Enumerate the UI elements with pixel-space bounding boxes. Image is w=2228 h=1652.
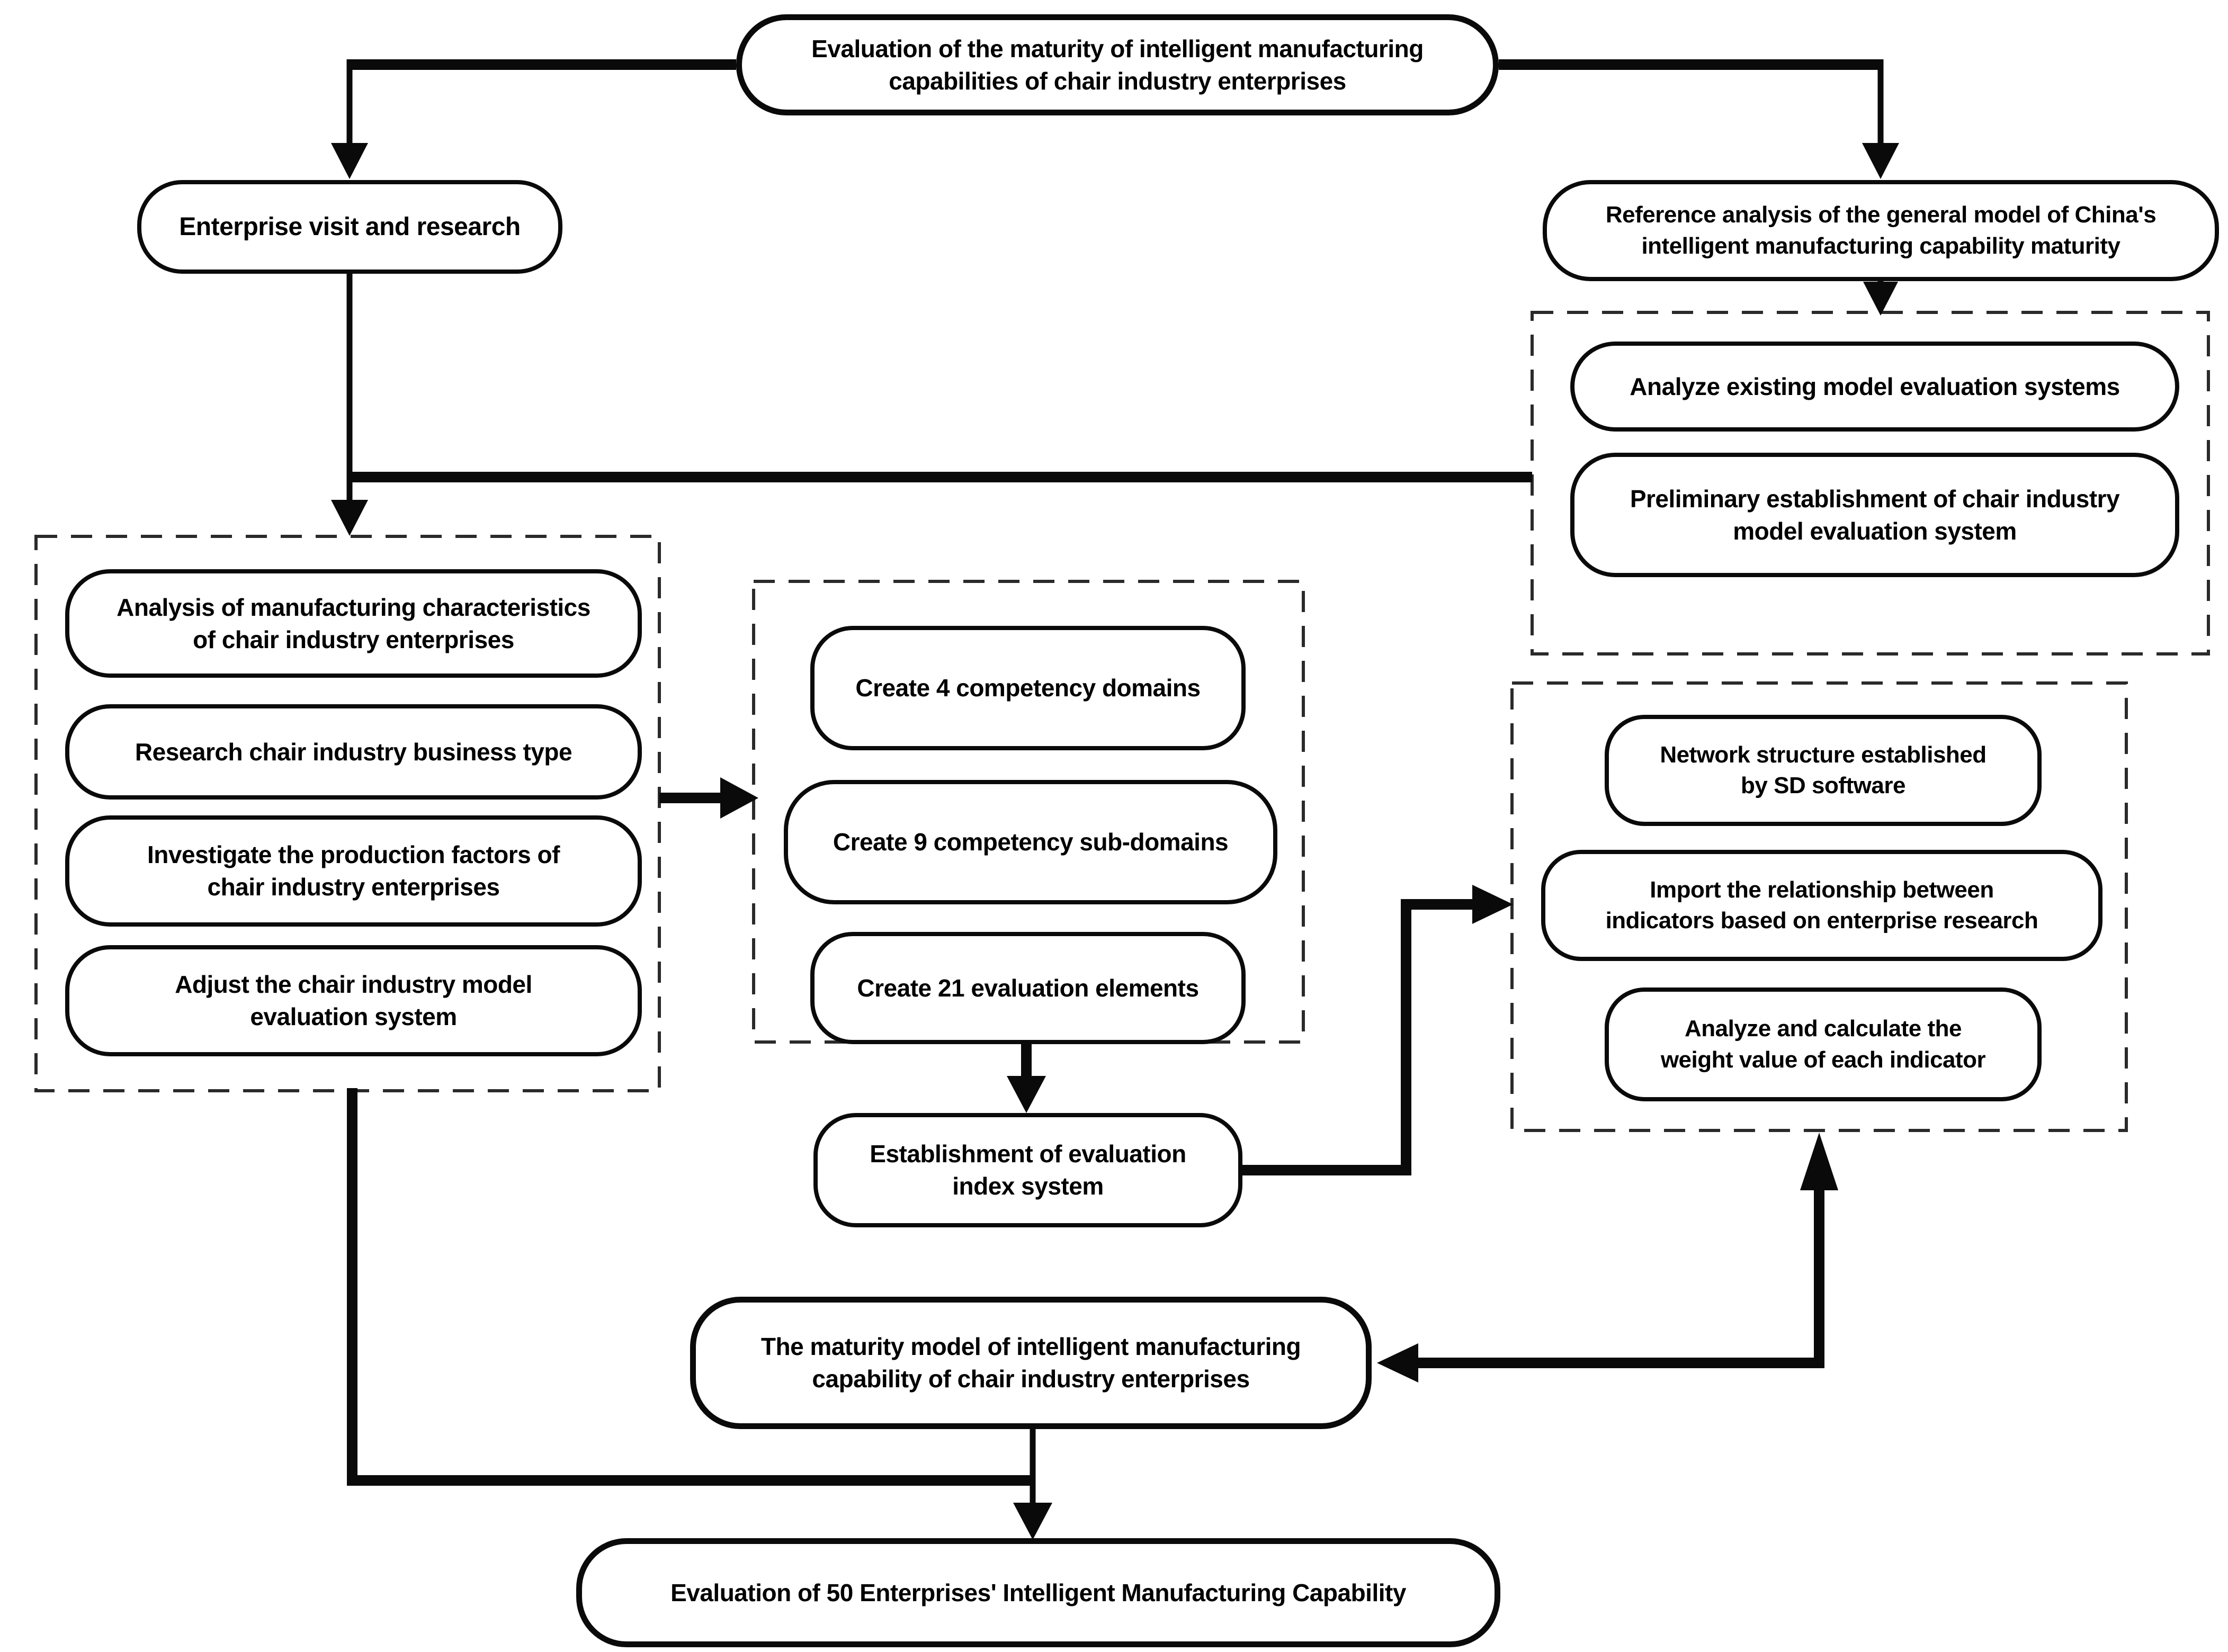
- node-reference-analysis: Reference analysis of the general model …: [1543, 180, 2219, 281]
- connector-sd-box-to-maturity: [1416, 1188, 1824, 1368]
- node-create-9-subdomains: Create 9 competency sub-domains: [784, 780, 1277, 904]
- node-establishment-index-system: Establishment of evaluation index system: [813, 1113, 1242, 1227]
- dashed-box-left-group: [34, 535, 661, 1092]
- arrowhead-into-left-box: [331, 500, 368, 536]
- node-preliminary-establishment: Preliminary establishment of chair indus…: [1570, 453, 2179, 577]
- arrowhead-into-establishment: [1007, 1076, 1046, 1113]
- node-investigate-production-factors: Investigate the production factors of ch…: [65, 815, 642, 927]
- arrowhead-into-sd-box: [1472, 885, 1513, 924]
- dashed-box-upper-right-group: [1531, 311, 2210, 656]
- connector-establishment-to-sd-box: [1242, 899, 1475, 1175]
- node-research-business-type: Research chair industry business type: [65, 704, 642, 800]
- arrowhead-up-into-sd-box-bottom: [1800, 1133, 1838, 1190]
- node-title-evaluation-maturity: Evaluation of the maturity of intelligen…: [736, 14, 1499, 115]
- connector-leftbox-to-bottom-elbow: [347, 1088, 1033, 1486]
- node-network-structure-sd: Network structure established by SD soft…: [1605, 715, 2042, 826]
- node-adjust-model-evaluation: Adjust the chair industry model evaluati…: [65, 945, 642, 1056]
- node-evaluation-50-enterprises: Evaluation of 50 Enterprises' Intelligen…: [576, 1538, 1500, 1647]
- node-analyze-existing-systems: Analyze existing model evaluation system…: [1570, 342, 2179, 432]
- node-import-relationship: Import the relationship between indicato…: [1541, 850, 2102, 961]
- arrowhead-into-enterprise: [331, 143, 368, 179]
- dashed-box-lower-right-group: [1510, 681, 2128, 1132]
- node-enterprise-visit: Enterprise visit and research: [137, 180, 562, 274]
- node-analyze-weight-value: Analyze and calculate the weight value o…: [1605, 987, 2042, 1101]
- node-create-21-elements: Create 21 evaluation elements: [810, 932, 1246, 1044]
- arrowhead-into-maturity: [1377, 1343, 1418, 1382]
- arrowhead-into-upper-box: [1863, 282, 1898, 316]
- node-create-4-domains: Create 4 competency domains: [810, 626, 1246, 750]
- arrowhead-into-reference: [1862, 143, 1899, 179]
- node-maturity-model: The maturity model of intelligent manufa…: [690, 1297, 1372, 1429]
- node-analysis-characteristics: Analysis of manufacturing characteristic…: [65, 569, 642, 678]
- arrowhead-into-middle-box: [720, 777, 758, 819]
- dashed-box-middle-group: [752, 580, 1305, 1044]
- arrowhead-into-bottom: [1013, 1503, 1052, 1540]
